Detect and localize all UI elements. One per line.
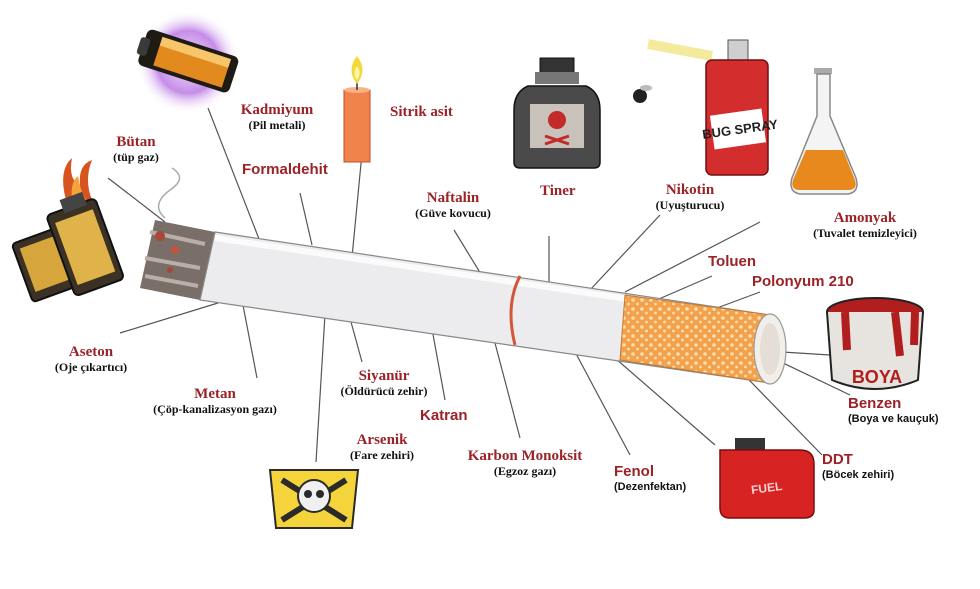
label-butan: Bütan (tüp gaz) <box>96 134 176 164</box>
naftalin-desc: (Güve kovucu) <box>398 207 508 220</box>
sitrik-name: Sitrik asit <box>390 104 453 121</box>
paint-can-icon: BOYA <box>827 298 923 389</box>
label-aseton: Aseton (Oje çıkartıcı) <box>36 344 146 374</box>
karbon-name: Karbon Monoksit <box>450 448 600 465</box>
lighter-icon <box>3 158 124 311</box>
label-formaldehit: Formaldehit <box>242 162 328 179</box>
benzen-desc: (Boya ve kauçuk) <box>848 413 938 425</box>
label-metan: Metan (Çöp-kanalizasyon gazı) <box>130 386 300 416</box>
label-amonyak: Amonyak (Tuvalet temizleyici) <box>790 210 940 240</box>
paint-can-text: BOYA <box>852 367 902 387</box>
label-siyanur: Siyanür (Öldürücü zehir) <box>322 368 446 398</box>
label-nikotin: Nikotin (Uyuşturucu) <box>640 182 740 212</box>
ddt-name: DDT <box>822 452 894 469</box>
label-tiner: Tiner <box>540 183 576 200</box>
metan-name: Metan <box>130 386 300 403</box>
kadmiyum-desc: (Pil metali) <box>222 119 332 132</box>
skull-icon <box>270 470 358 528</box>
label-polonyum: Polonyum 210 <box>752 274 854 291</box>
label-katran: Katran <box>420 408 468 425</box>
flask-icon <box>791 68 857 194</box>
amonyak-desc: (Tuvalet temizleyici) <box>790 227 940 240</box>
bug-spray-icon: BUG SPRAY <box>633 40 779 175</box>
label-naftalin: Naftalin (Güve kovucu) <box>398 190 508 220</box>
candle-icon <box>344 56 370 162</box>
arsenik-name: Arsenik <box>334 432 430 449</box>
label-ddt: DDT (Böcek zehiri) <box>822 452 894 481</box>
label-fenol: Fenol (Dezenfektan) <box>614 464 686 493</box>
fuel-can-icon: FUEL <box>720 438 814 518</box>
label-arsenik: Arsenik (Fare zehiri) <box>334 432 430 462</box>
fenol-name: Fenol <box>614 464 686 481</box>
aseton-name: Aseton <box>36 344 146 361</box>
aseton-desc: (Oje çıkartıcı) <box>36 361 146 374</box>
label-sitrik-asit: Sitrik asit <box>390 104 453 121</box>
label-benzen: Benzen (Boya ve kauçuk) <box>848 396 938 425</box>
arsenik-desc: (Fare zehiri) <box>334 449 430 462</box>
butan-name: Bütan <box>96 134 176 151</box>
label-toluen: Toluen <box>708 254 756 271</box>
nikotin-desc: (Uyuşturucu) <box>640 199 740 212</box>
siyanur-name: Siyanür <box>322 368 446 385</box>
metan-desc: (Çöp-kanalizasyon gazı) <box>130 403 300 416</box>
polonyum-name: Polonyum 210 <box>752 274 854 291</box>
benzen-name: Benzen <box>848 396 938 413</box>
siyanur-desc: (Öldürücü zehir) <box>322 385 446 398</box>
filter <box>620 295 770 383</box>
nikotin-name: Nikotin <box>640 182 740 199</box>
label-karbon-monoksit: Karbon Monoksit (Egzoz gazı) <box>450 448 600 478</box>
butan-desc: (tüp gaz) <box>96 151 176 164</box>
tiner-name: Tiner <box>540 183 576 200</box>
battery-icon <box>133 10 240 114</box>
formaldehit-name: Formaldehit <box>242 162 328 179</box>
label-kadmiyum: Kadmiyum (Pil metali) <box>222 102 332 132</box>
kadmiyum-name: Kadmiyum <box>222 102 332 119</box>
naftalin-name: Naftalin <box>398 190 508 207</box>
toluen-name: Toluen <box>708 254 756 271</box>
bottle-icon <box>514 58 600 168</box>
katran-name: Katran <box>420 408 468 425</box>
fenol-desc: (Dezenfektan) <box>614 481 686 493</box>
ddt-desc: (Böcek zehiri) <box>822 469 894 481</box>
amonyak-name: Amonyak <box>790 210 940 227</box>
karbon-desc: (Egzoz gazı) <box>450 465 600 478</box>
